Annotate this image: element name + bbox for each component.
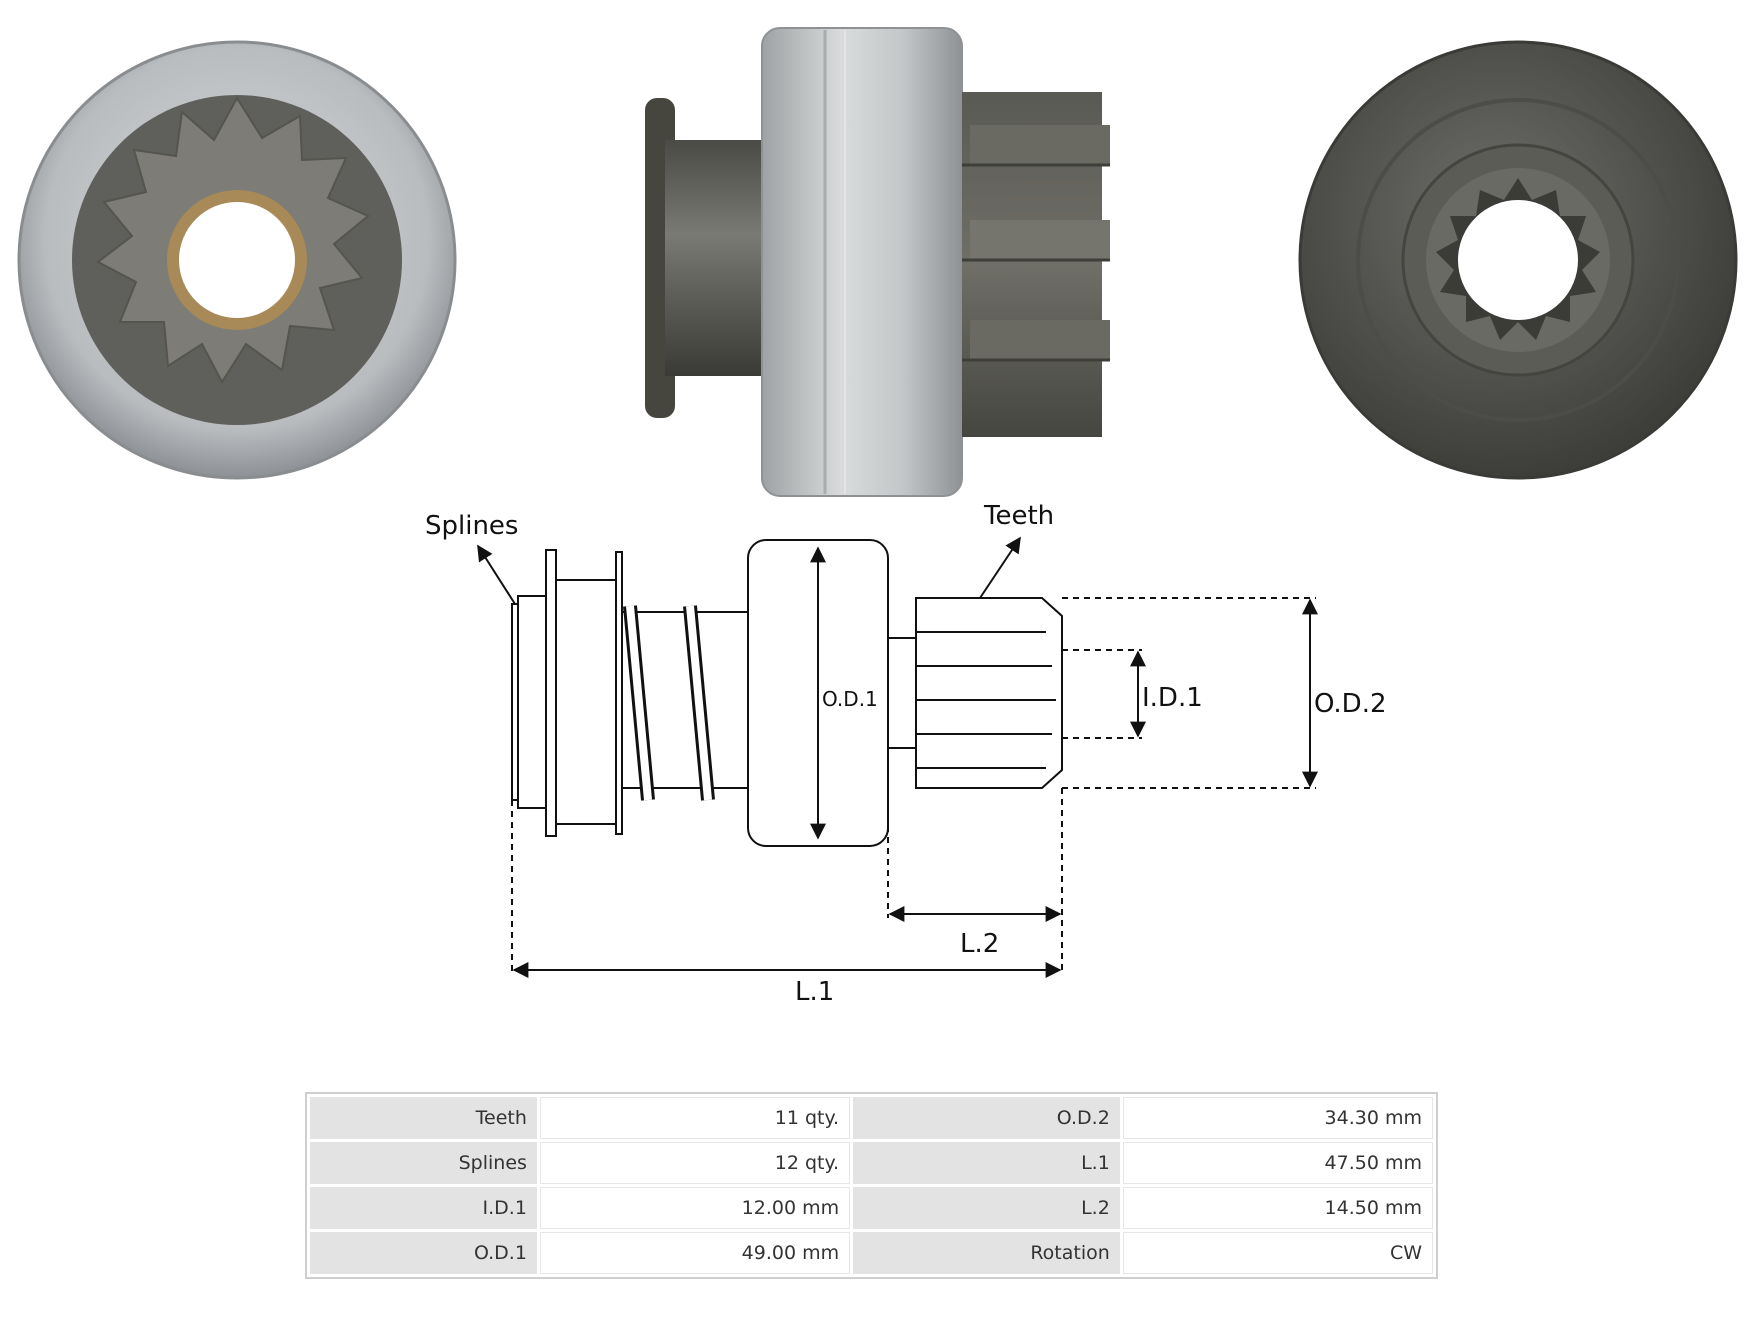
od1-label: O.D.1: [822, 687, 878, 711]
spec-label: I.D.1: [310, 1187, 537, 1229]
spec-value: 14.50 mm: [1122, 1187, 1433, 1229]
spec-value: 12.00 mm: [539, 1187, 851, 1229]
table-row: I.D.1 12.00 mm L.2 14.50 mm: [310, 1187, 1433, 1229]
spec-label: Teeth: [310, 1097, 537, 1139]
od2-label: O.D.2: [1314, 689, 1387, 719]
pinion-gear: [915, 597, 1063, 789]
spec-value: CW: [1122, 1232, 1433, 1274]
id1-label: I.D.1: [1142, 683, 1203, 713]
table-row: Splines 12 qty. L.1 47.50 mm: [310, 1142, 1433, 1184]
l2-label: L.2: [960, 929, 999, 959]
spec-value: 49.00 mm: [539, 1232, 851, 1274]
photo-side-view: [645, 27, 1110, 497]
photo-front-view: [17, 40, 457, 480]
spec-value: 12 qty.: [539, 1142, 851, 1184]
spec-label: L.2: [853, 1187, 1120, 1229]
table-row: O.D.1 49.00 mm Rotation CW: [310, 1232, 1433, 1274]
spec-value: 11 qty.: [539, 1097, 851, 1139]
table-row: Teeth 11 qty. O.D.2 34.30 mm: [310, 1097, 1433, 1139]
l1-label: L.1: [795, 977, 834, 1007]
dimension-diagram: Splines Teeth O.D.1 I.D.1 O.D.2 L.2 L.1: [425, 501, 1387, 1007]
photo-rear-view: [1298, 40, 1738, 480]
splines-label: Splines: [425, 511, 518, 541]
spec-label: O.D.2: [853, 1097, 1120, 1139]
specs-table: Teeth 11 qty. O.D.2 34.30 mm Splines 12 …: [305, 1092, 1438, 1279]
teeth-label: Teeth: [983, 501, 1054, 531]
spec-value: 47.50 mm: [1122, 1142, 1433, 1184]
spec-label: Splines: [310, 1142, 537, 1184]
product-photos: [17, 27, 1738, 497]
spec-label: L.1: [853, 1142, 1120, 1184]
spec-label: Rotation: [853, 1232, 1120, 1274]
flange: [545, 549, 557, 837]
spec-label: O.D.1: [310, 1232, 537, 1274]
spec-value: 34.30 mm: [1122, 1097, 1433, 1139]
